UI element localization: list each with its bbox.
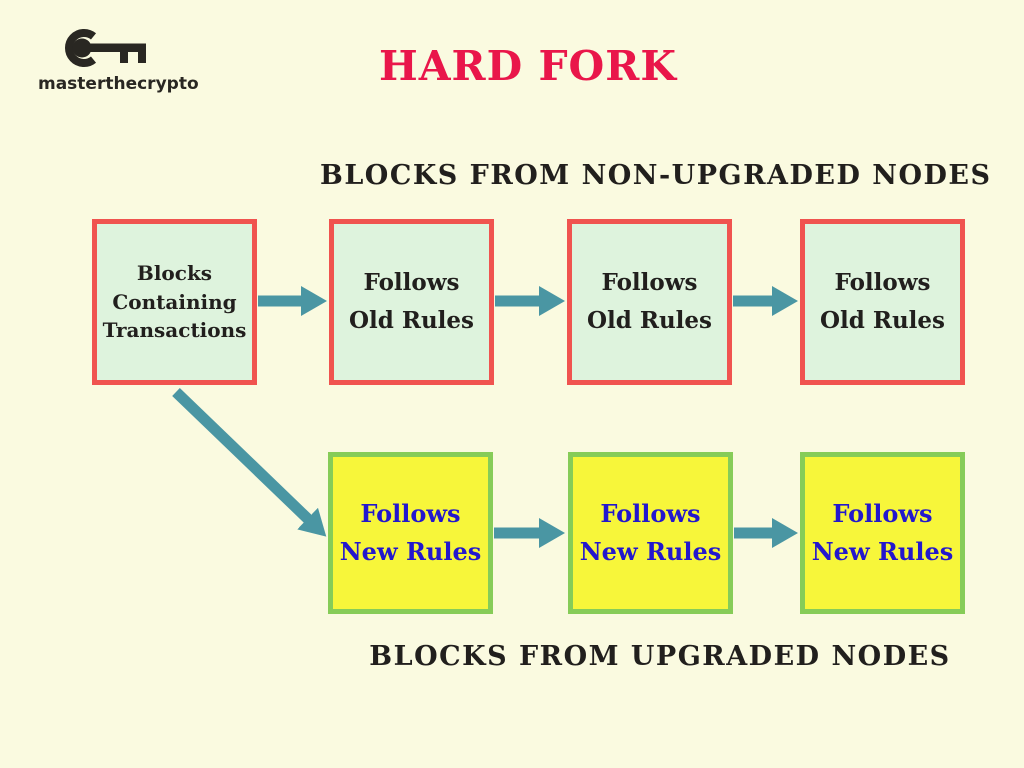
block-label-line: New Rules bbox=[811, 537, 954, 566]
block-label-line: Follows bbox=[363, 269, 460, 297]
block-label-line: New Rules bbox=[579, 537, 722, 566]
block-label-line: Follows bbox=[834, 269, 931, 297]
block-new-rules-2: Follows New Rules bbox=[568, 452, 733, 614]
block-label-line: Old Rules bbox=[819, 307, 946, 334]
block-label-line: Follows bbox=[360, 498, 461, 528]
block-label-line: Transactions bbox=[102, 318, 247, 343]
block-old-rules-1: Follows Old Rules bbox=[329, 219, 494, 385]
key-icon bbox=[65, 29, 146, 67]
block-label-line: Blocks bbox=[136, 261, 213, 286]
heading-non-upgraded: BLOCKS FROM NON-UPGRADED NODES bbox=[320, 160, 992, 191]
block-label-line: New Rules bbox=[339, 537, 482, 566]
block-label-line: Follows bbox=[832, 498, 933, 528]
arrow-fork-diagonal bbox=[172, 388, 327, 537]
block-label-line: Follows bbox=[600, 498, 701, 528]
block-old-rules-2: Follows Old Rules bbox=[567, 219, 732, 385]
heading-upgraded: BLOCKS FROM UPGRADED NODES bbox=[369, 641, 951, 672]
logo: masterthecrypto bbox=[0, 0, 200, 110]
page-title: HARD FORK bbox=[379, 42, 677, 90]
block-label-line: Follows bbox=[601, 269, 698, 297]
block-label-line: Old Rules bbox=[348, 307, 475, 334]
block-source: Blocks Containing Transactions bbox=[92, 219, 257, 385]
logo-text: masterthecrypto bbox=[38, 74, 199, 94]
block-old-rules-3: Follows Old Rules bbox=[800, 219, 965, 385]
block-new-rules-3: Follows New Rules bbox=[800, 452, 965, 614]
block-label-line: Containing bbox=[112, 289, 237, 314]
block-new-rules-1: Follows New Rules bbox=[328, 452, 493, 614]
block-label-line: Old Rules bbox=[586, 307, 713, 334]
